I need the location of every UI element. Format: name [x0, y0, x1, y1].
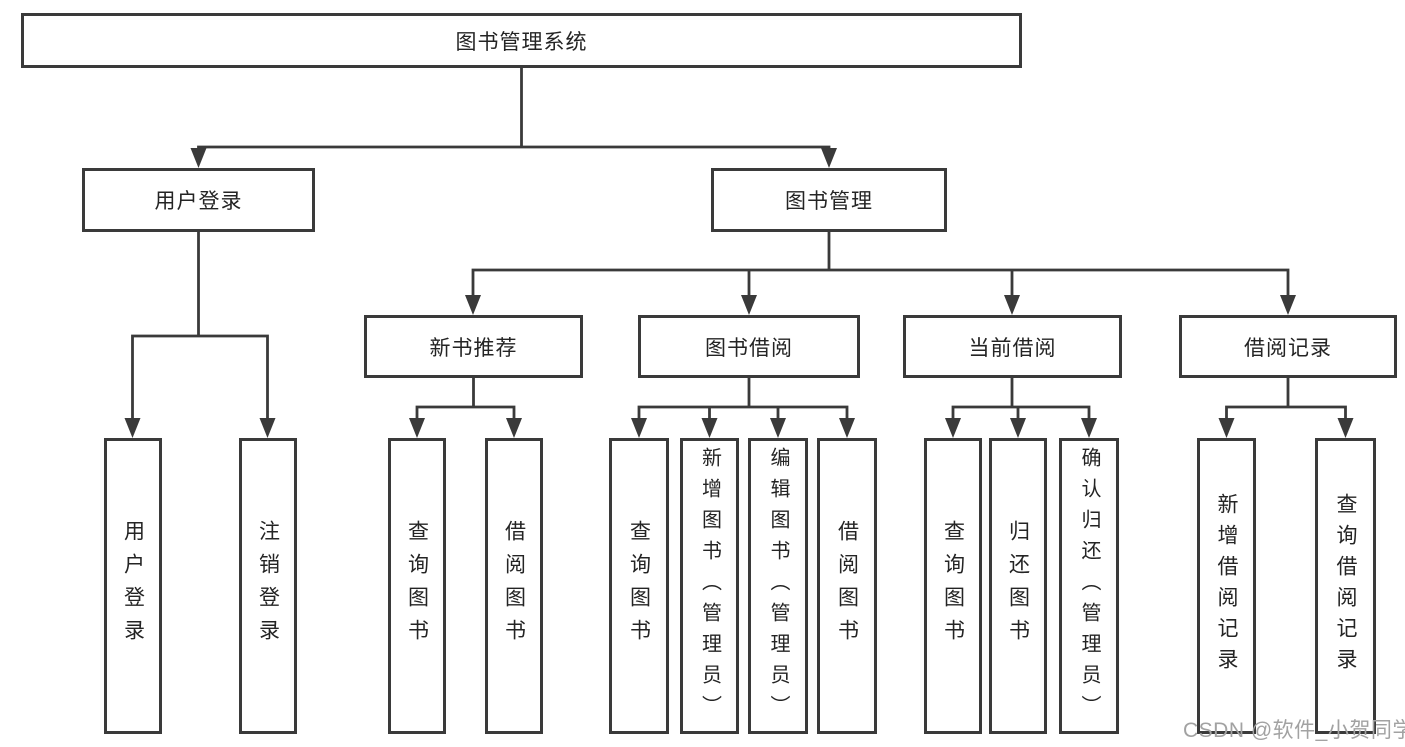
node-label: 归还图书: [1006, 520, 1030, 652]
leaf-user-login: 用户登录: [104, 438, 162, 734]
node-label: 查询借阅记录: [1334, 493, 1357, 679]
leaf-return-book: 归还图书: [989, 438, 1047, 734]
node-book-borrow: 图书借阅: [638, 315, 860, 378]
node-label: 用户登录: [154, 190, 243, 213]
node-label: 借阅记录: [1244, 336, 1332, 360]
node-label: 当前借阅: [968, 336, 1057, 360]
node-book-management: 图书管理: [711, 168, 947, 232]
leaf-borrow-book: 借阅图书: [485, 438, 543, 734]
node-label: 新增借阅记录: [1215, 493, 1238, 679]
node-library-system: 图书管理系统: [21, 13, 1022, 68]
node-label: 用户登录: [121, 520, 145, 652]
node-label: 查询图书: [627, 520, 651, 652]
leaf-query-book: 查询图书: [609, 438, 669, 734]
node-label: 图书管理: [785, 190, 873, 213]
node-label: 新增图书（管理员）: [698, 446, 721, 726]
node-label: 新书推荐: [429, 336, 518, 360]
leaf-confirm-return-admin: 确认归还（管理员）: [1059, 438, 1119, 734]
leaf-edit-book-admin: 编辑图书（管理员）: [748, 438, 808, 734]
node-label: 借阅图书: [835, 520, 859, 652]
node-label: 编辑图书（管理员）: [767, 446, 789, 726]
csdn-watermark: CSDN @软件_小贺同学: [1183, 719, 1405, 742]
node-label: 确认归还（管理员）: [1078, 446, 1100, 726]
leaf-query-borrow-record: 查询借阅记录: [1315, 438, 1376, 734]
node-label: 查询图书: [405, 520, 429, 652]
node-current-borrow: 当前借阅: [903, 315, 1122, 378]
leaf-add-borrow-record: 新增借阅记录: [1197, 438, 1256, 734]
node-label: 查询图书: [941, 520, 965, 652]
node-label: 注销登录: [256, 520, 280, 652]
leaf-add-book-admin: 新增图书（管理员）: [680, 438, 739, 734]
leaf-query-book: 查询图书: [388, 438, 446, 734]
node-label: 图书借阅: [705, 336, 793, 360]
leaf-logout: 注销登录: [239, 438, 297, 734]
node-label: 图书管理系统: [455, 30, 588, 54]
leaf-query-book: 查询图书: [924, 438, 982, 734]
node-label: 借阅图书: [502, 520, 526, 652]
node-borrow-record: 借阅记录: [1179, 315, 1397, 378]
node-user-login: 用户登录: [82, 168, 315, 232]
leaf-borrow-book: 借阅图书: [817, 438, 877, 734]
node-new-book-recommend: 新书推荐: [364, 315, 583, 378]
